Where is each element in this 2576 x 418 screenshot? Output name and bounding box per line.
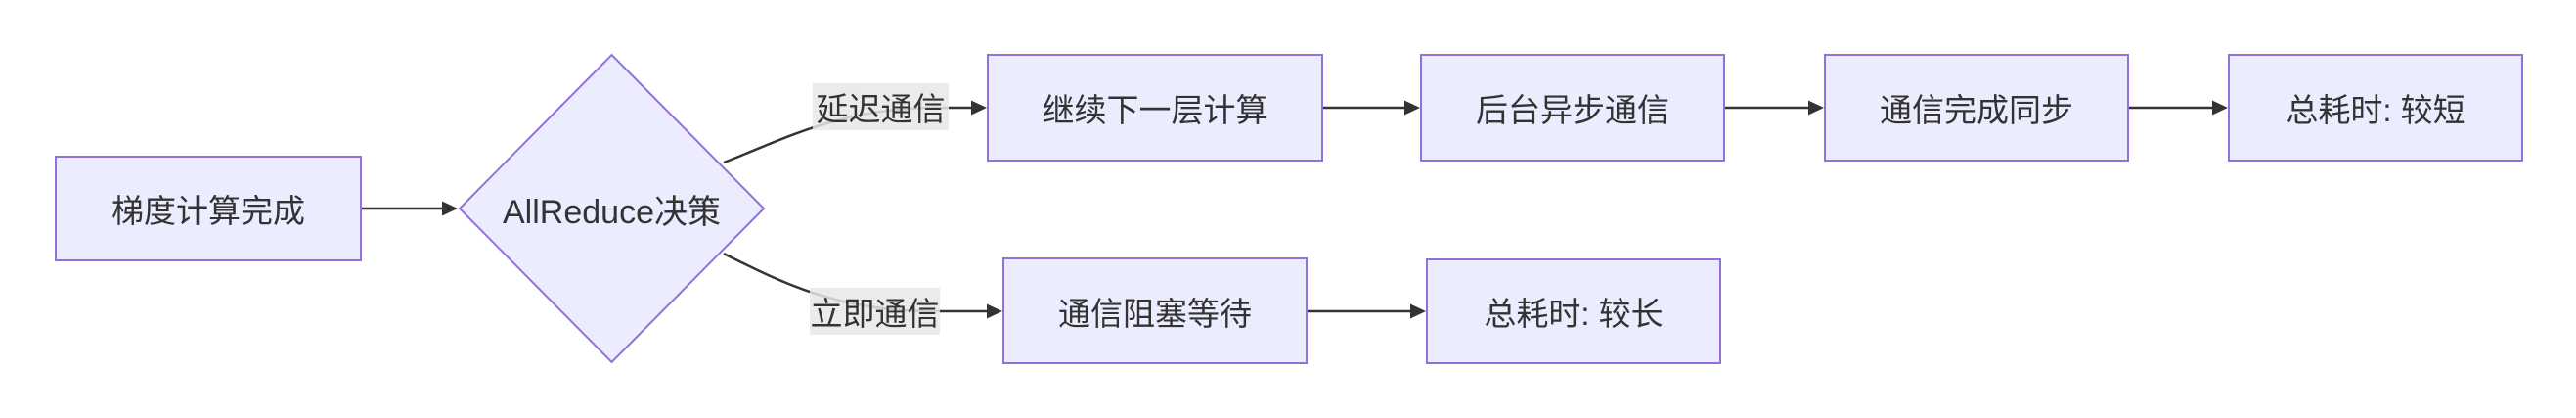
arrowhead-blocking-to-long [1410,303,1426,319]
node-sync-done: 通信完成同步 [1824,54,2129,162]
node-start: 梯度计算完成 [55,156,362,261]
arrowhead-sync-to-short [2212,100,2228,116]
node-continue-compute: 继续下一层计算 [987,54,1323,162]
edge-label-immediate: 立即通信 [810,288,940,335]
node-async-comm: 后台异步通信 [1420,54,1725,162]
arrowhead-start-to-decision [442,201,458,216]
node-decision: AllReduce决策 [460,55,764,362]
node-decision-label: AllReduce决策 [503,193,721,231]
node-total-long-label: 总耗时: 较长 [1484,296,1664,332]
node-start-label: 梯度计算完成 [111,193,305,229]
node-total-short: 总耗时: 较短 [2228,54,2523,162]
arrowhead-async-to-sync [1808,100,1824,116]
arrowhead-decision-to-continue [971,100,987,116]
edge-label-delayed-text: 延迟通信 [816,91,946,127]
decision-diamond-shape [458,53,766,364]
node-async-comm-label: 后台异步通信 [1476,92,1669,128]
node-sync-done-label: 通信完成同步 [1880,92,2073,128]
edge-label-immediate-text: 立即通信 [810,296,940,332]
node-blocking-wait: 通信阻塞等待 [1002,257,1308,364]
arrowhead-continue-to-async [1404,100,1420,116]
node-continue-compute-label: 继续下一层计算 [1042,92,1268,128]
node-total-short-label: 总耗时: 较短 [2286,92,2465,128]
arrowhead-decision-to-blocking [987,303,1002,319]
node-total-long: 总耗时: 较长 [1426,258,1721,364]
edge-label-delayed: 延迟通信 [813,83,949,130]
node-blocking-wait-label: 通信阻塞等待 [1058,295,1252,332]
